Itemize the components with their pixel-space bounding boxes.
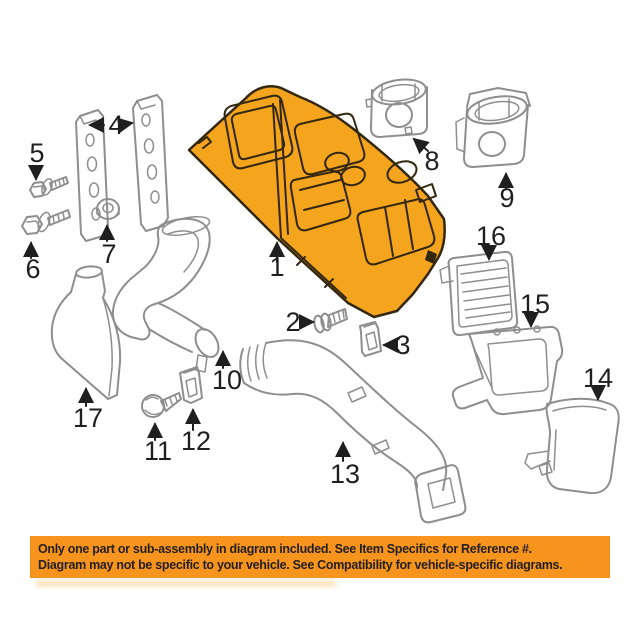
arrow-part-8 [412, 137, 430, 155]
part-label-8: 8 [424, 146, 439, 176]
part-label-16: 16 [476, 221, 506, 251]
part-1-center-console [187, 85, 446, 319]
part-label-12: 12 [181, 426, 211, 456]
part-3-clip [359, 321, 382, 357]
part-label-17: 17 [73, 403, 103, 433]
disclaimer-line-1: Only one part or sub-assembly in diagram… [38, 542, 532, 556]
part-6-bolt [21, 209, 71, 235]
disclaimer-line-2: Diagram may not be specific to your vehi… [38, 558, 563, 572]
part-label-10: 10 [212, 365, 242, 395]
part-label-15: 15 [520, 289, 550, 319]
part-13-rear-duct [239, 339, 467, 524]
part-7-grommet-nut [96, 198, 120, 220]
part-label-6: 6 [25, 254, 40, 284]
part-5-bolt [29, 176, 69, 198]
part-label-2: 2 [285, 307, 300, 337]
part-10-front-duct [111, 215, 220, 373]
part-12-clip [179, 366, 203, 404]
part-label-7: 7 [101, 239, 116, 269]
arrow-part-4-right [116, 117, 134, 134]
part-14-rear-trim-panel [524, 397, 620, 495]
part-15-rear-bracket [451, 325, 564, 416]
part-label-14: 14 [583, 363, 613, 393]
part-label-13: 13 [330, 459, 360, 489]
disclaimer-banner: Only one part or sub-assembly in diagram… [30, 536, 610, 578]
part-17-shift-boot [50, 265, 122, 400]
part-label-1: 1 [269, 252, 284, 282]
part-label-11: 11 [144, 436, 172, 466]
part-label-5: 5 [29, 138, 44, 168]
part-label-3: 3 [395, 330, 410, 360]
part-2-push-pin [313, 308, 348, 334]
part-9-cup-holder [455, 87, 531, 168]
part-16-vent-grille [439, 250, 519, 337]
part-8-cup-holder [365, 78, 428, 138]
banner-smudge [36, 580, 336, 587]
part-11-screw [141, 392, 182, 418]
part-label-4: 4 [108, 110, 123, 140]
part-label-9: 9 [499, 183, 514, 213]
